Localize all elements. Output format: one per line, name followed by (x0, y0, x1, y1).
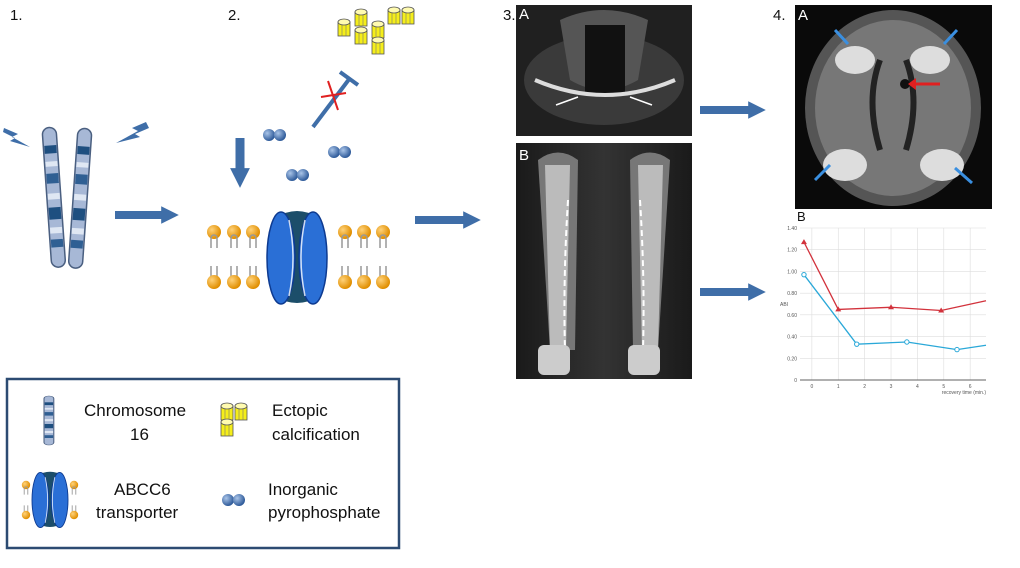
panel-label: B (519, 147, 529, 164)
data-point (801, 271, 807, 278)
pyrophosphate-icon (328, 146, 351, 158)
abi-line-chart: 0 0.20 0.40 0.60 0.80 1.00 1.20 1.40 0 1 2 3 4 5 6 ABI r… (780, 226, 986, 396)
inhibition-symbol (311, 70, 360, 129)
step-3-label: 3. (503, 7, 516, 24)
lightning-bolt-icon (3, 128, 30, 147)
mri-brain-scan: A (795, 5, 992, 209)
y-axis-label: ABI (780, 302, 788, 308)
series-line-0 (803, 241, 987, 312)
x-axis-label: recovery time (min.) (942, 390, 987, 396)
y-tick-label: 0 (794, 378, 797, 384)
legend-chromosome-line1: Chromosome (84, 401, 186, 420)
data-point (800, 239, 807, 245)
panel-label: B (797, 209, 806, 224)
x-tick-label: 3 (890, 384, 893, 390)
x-tick-label: 2 (863, 384, 866, 390)
chromosome-pair (3, 122, 149, 270)
calcification-crystals (337, 6, 415, 55)
ct-scan-orbits: A (516, 5, 692, 136)
data-point (938, 307, 945, 313)
x-tick-label: 5 (942, 384, 945, 390)
y-tick-label: 0.80 (787, 291, 797, 297)
y-tick-label: 0.40 (787, 335, 797, 341)
chromosome-icon (43, 395, 55, 446)
data-point (904, 339, 910, 345)
legend-transporter-line2: transporter (96, 503, 179, 522)
legend-pyrophosphate-line2: pyrophosphate (268, 503, 380, 522)
legend-chromosome-line2: 16 (130, 425, 149, 444)
x-tick-label: 6 (969, 384, 972, 390)
ct-scan-legs: B (516, 143, 692, 379)
x-tick-label: 1 (837, 384, 840, 390)
y-tick-label: 0.60 (787, 313, 797, 319)
abcc6-transporter (266, 210, 328, 305)
y-tick-label: 1.40 (787, 226, 797, 232)
legend-pyrophosphate-line1: Inorganic (268, 480, 338, 499)
y-tick-label: 0.20 (787, 356, 797, 362)
y-tick-label: 1.20 (787, 248, 797, 254)
legend-transporter-line1: ABCC6 (114, 480, 171, 499)
panel-label: A (798, 7, 808, 24)
panel-label: A (519, 6, 529, 23)
data-point (854, 341, 860, 347)
pyrophosphate-icon (286, 169, 309, 181)
data-point (888, 304, 895, 310)
step-2-label: 2. (228, 7, 241, 24)
y-tick-label: 1.00 (787, 269, 797, 275)
step-1-label: 1. (10, 7, 23, 24)
lightning-bolt-icon (116, 122, 149, 143)
legend: Chromosome 16 Ectopic calcification ABCC… (5, 377, 401, 550)
pyrophosphate-icon (263, 129, 286, 141)
data-point (835, 306, 842, 312)
x-tick-label: 4 (916, 384, 919, 390)
legend-calcification-line1: Ectopic (272, 401, 328, 420)
data-point (954, 346, 960, 353)
series-line-1 (803, 274, 987, 351)
step-4-label: 4. (773, 7, 786, 24)
legend-calcification-line2: calcification (272, 425, 360, 444)
x-tick-label: 0 (810, 384, 813, 390)
